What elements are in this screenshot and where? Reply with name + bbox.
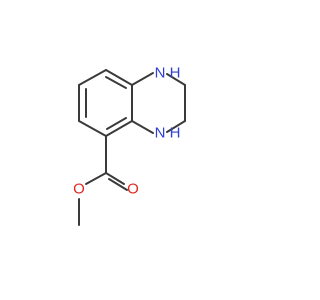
bond-c8a-c8	[105, 69, 133, 86]
bond-c6-c5	[78, 120, 107, 137]
molecule-canvas: N H N H O O	[73, 65, 186, 226]
double-bond-c5-c4a-inner	[106, 117, 127, 130]
atom-n4-symbol: N	[155, 125, 166, 142]
atom-n4-hydrogen: H	[170, 125, 181, 142]
atom-n1-symbol: N	[155, 65, 166, 82]
methyl-ester-group	[78, 135, 128, 226]
bond-carbonyl-o-single	[85, 172, 107, 185]
bond-c3-n4	[166, 120, 186, 133]
bond-carbonyl-o-double-a	[105, 172, 125, 185]
atom-o-carbonyl-label: O	[127, 181, 139, 198]
tetrahydropyrazine-ring	[131, 72, 186, 134]
atom-o-ester-label: O	[73, 181, 85, 198]
bond-c8-c7	[78, 69, 107, 86]
structure-diagram: N H N H O O	[73, 65, 186, 226]
atom-n4-label: N H	[155, 125, 181, 142]
bond-carbonyl-o-double-b	[108, 178, 128, 191]
bond-c5-c4a	[105, 120, 133, 137]
atom-n1-label: N H	[155, 65, 181, 82]
atom-n1-hydrogen: H	[170, 65, 181, 82]
bond-n4-c4a	[131, 120, 154, 134]
bond-c8a-n1	[131, 72, 154, 86]
bond-n1-c2	[166, 73, 186, 86]
benzene-ring	[78, 69, 133, 137]
double-bond-c8a-c8-inner	[105, 76, 127, 89]
